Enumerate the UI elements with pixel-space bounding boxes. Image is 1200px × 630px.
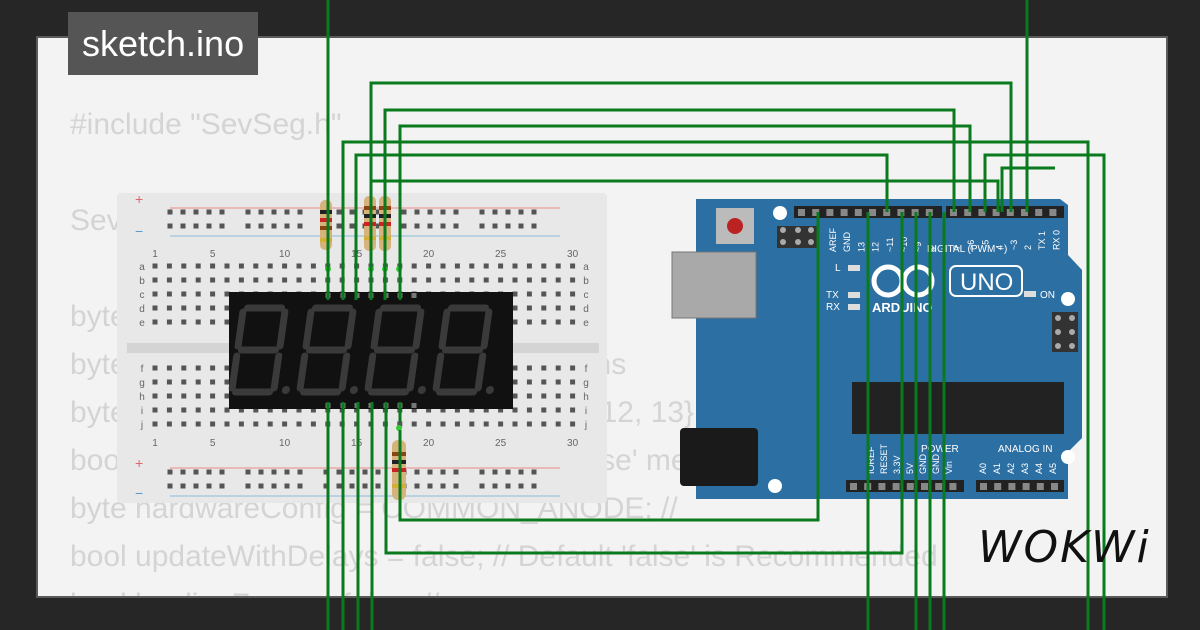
pin-label: 12 <box>871 242 881 252</box>
row-letter: b <box>139 276 145 287</box>
pin-label: ~3 <box>1009 240 1019 250</box>
row-letter: i <box>141 406 143 417</box>
pin-label: 13 <box>856 242 866 252</box>
pin-label: ~11 <box>885 237 895 252</box>
row-letter: h <box>139 392 145 403</box>
pin-label: GND <box>842 232 852 253</box>
column-number: 5 <box>210 249 216 260</box>
row-letter: f <box>141 364 144 375</box>
analog-label: ANALOG IN <box>998 444 1052 455</box>
column-number: 10 <box>279 249 291 260</box>
window-title[interactable]: sketch.ino <box>68 12 259 75</box>
column-number: 1 <box>152 438 158 449</box>
pin-label: A3 <box>1020 463 1030 474</box>
rail-plus-top: + <box>135 191 143 207</box>
row-letter: g <box>583 378 589 389</box>
row-letter: c <box>140 290 145 301</box>
column-number: 20 <box>423 438 435 449</box>
column-number: 20 <box>423 249 435 260</box>
column-number: 25 <box>495 438 507 449</box>
row-letter: f <box>585 364 588 375</box>
row-letter: e <box>583 318 589 329</box>
row-letter: c <box>584 290 589 301</box>
column-number: 5 <box>210 438 216 449</box>
pin-label: GND <box>918 454 928 475</box>
code-line: bool leadingZeros = false; // <box>70 588 439 596</box>
wires <box>326 0 1106 630</box>
led-label-tx: TX <box>826 290 839 301</box>
led-label-l: L <box>835 263 841 274</box>
pin-label: RX 0 <box>1051 230 1061 250</box>
pin-label: 2 <box>1023 245 1033 250</box>
seven-segment-display[interactable] <box>228 266 513 431</box>
pin-label: A4 <box>1034 463 1044 474</box>
pin-label: A5 <box>1048 463 1058 474</box>
row-letter: a <box>583 262 589 273</box>
column-number: 25 <box>495 249 507 260</box>
pin-label: 4 <box>995 245 1005 250</box>
row-letter: d <box>139 304 145 315</box>
pin-label: A1 <box>992 463 1002 474</box>
row-letter: j <box>140 420 143 431</box>
pin-label: 7 <box>952 245 962 250</box>
row-letter: j <box>584 420 587 431</box>
power-label: POWER <box>921 444 959 455</box>
pin-label: IOREF <box>866 446 876 474</box>
pin-label: 8 <box>927 247 937 252</box>
display-digit <box>432 304 494 396</box>
display-digit <box>364 304 426 396</box>
row-letter: a <box>139 262 145 273</box>
row-letter: d <box>583 304 589 315</box>
column-number: 1 <box>152 249 158 260</box>
pin-label: RESET <box>879 443 889 474</box>
code-line: bool updateWithDelays = false; // Defaul… <box>70 540 938 573</box>
code-line: #include "SevSeg.h" <box>70 108 342 141</box>
rail-minus-bottom: − <box>135 485 143 501</box>
digital-header-label: DIGITAL (PWM ~) <box>927 244 1007 255</box>
row-letter: b <box>583 276 589 287</box>
pin-label: A2 <box>1006 463 1016 474</box>
pin-label: ~6 <box>966 240 976 250</box>
board-name: UNO <box>960 269 1013 296</box>
display-digit <box>228 304 290 396</box>
pin-label: 5V <box>905 463 915 474</box>
arduino-uno[interactable]: AREF GND 13 12 ~11 ~10 ~9 8 7 ~6 ~5 4 ~3 2 TX 1 RX 0 IOR… <box>671 199 1082 499</box>
pin-label: 3.3V <box>892 455 902 474</box>
row-letter: g <box>139 378 145 389</box>
rail-plus-bottom: + <box>135 455 143 471</box>
pin-label: ~9 <box>913 242 923 252</box>
pin-label: ~10 <box>899 237 909 252</box>
pin-label: TX 1 <box>1037 231 1047 250</box>
led-label-rx: RX <box>826 302 840 313</box>
pin-label: A0 <box>978 463 988 474</box>
rail-minus-top: − <box>135 223 143 239</box>
column-number: 10 <box>279 438 291 449</box>
column-number: 30 <box>567 438 579 449</box>
column-number: 30 <box>567 249 579 260</box>
pin-label: ~5 <box>980 240 990 250</box>
row-letter: i <box>585 406 587 417</box>
wokwi-logo: WOKWi <box>978 522 1151 573</box>
on-label: ON <box>1040 290 1055 301</box>
row-letter: e <box>139 318 145 329</box>
pin-label: GND <box>931 454 941 475</box>
display-digit <box>296 304 358 396</box>
row-letter: h <box>583 392 589 403</box>
pin-label: Vin <box>944 461 954 474</box>
pin-label: AREF <box>828 227 838 252</box>
